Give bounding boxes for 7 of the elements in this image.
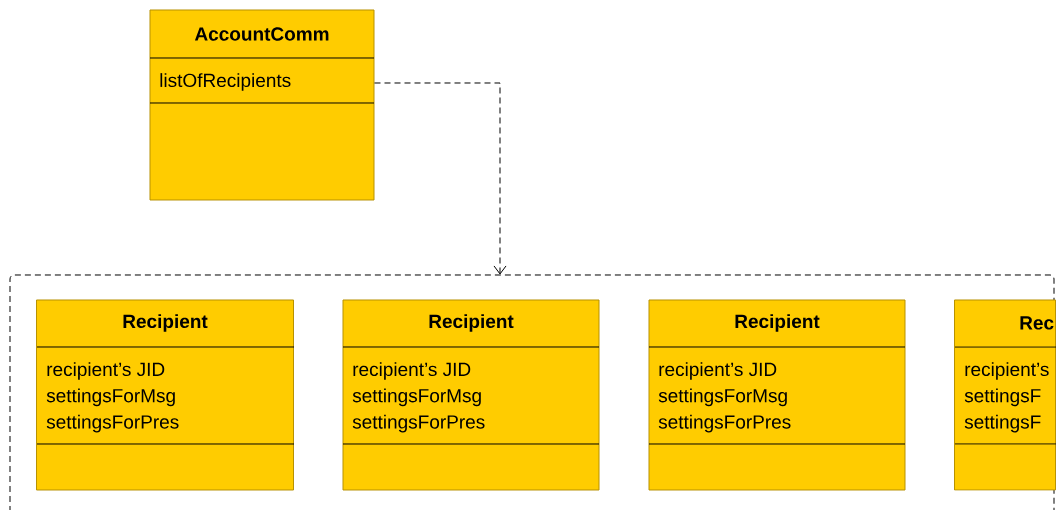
group-frame [9, 274, 1055, 510]
arrow [374, 82, 507, 275]
class-box: Rec recipient’s settingsF settingsF [954, 299, 1056, 491]
class-box: Recipient recipient’s JID settingsForMsg settingsForPres [36, 299, 295, 491]
class-box: Recipient recipient’s JID settingsForMsg settingsForPres [342, 299, 600, 491]
class-box: AccountComm listOfRecipients [149, 9, 375, 201]
class-box: Recipient recipient’s JID settingsForMsg settingsForPres [648, 299, 906, 491]
